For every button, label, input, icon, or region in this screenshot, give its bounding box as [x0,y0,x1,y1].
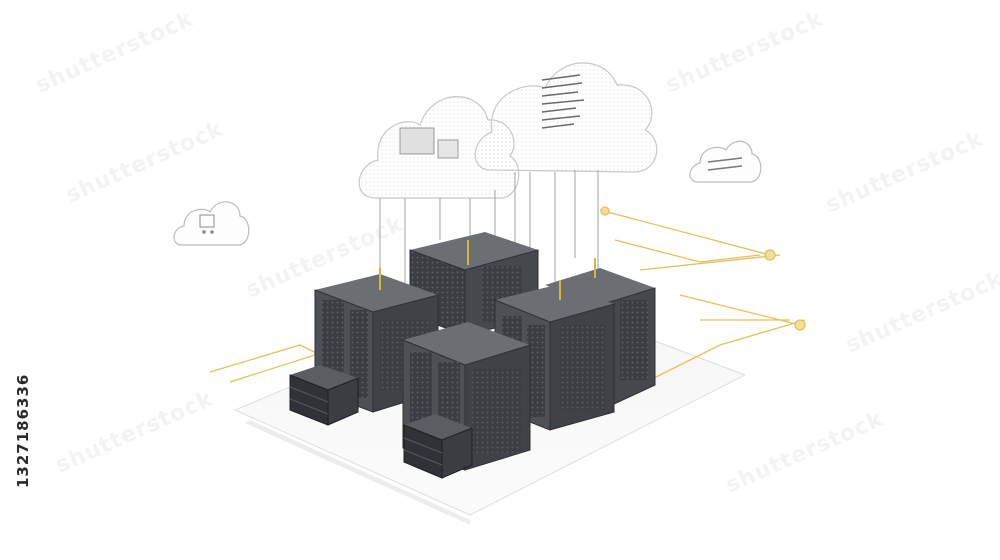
server-rack-back-center [409,232,539,336]
cloud-small-right-icon [689,140,762,183]
cloud-small-left-icon [173,201,250,246]
cloud-medium-icon [358,96,520,199]
small-server-stack-front [403,414,473,479]
small-server-stack-left [289,365,359,426]
rack-antennae [379,240,596,300]
stock-image-id: 1327186336 [14,373,32,488]
